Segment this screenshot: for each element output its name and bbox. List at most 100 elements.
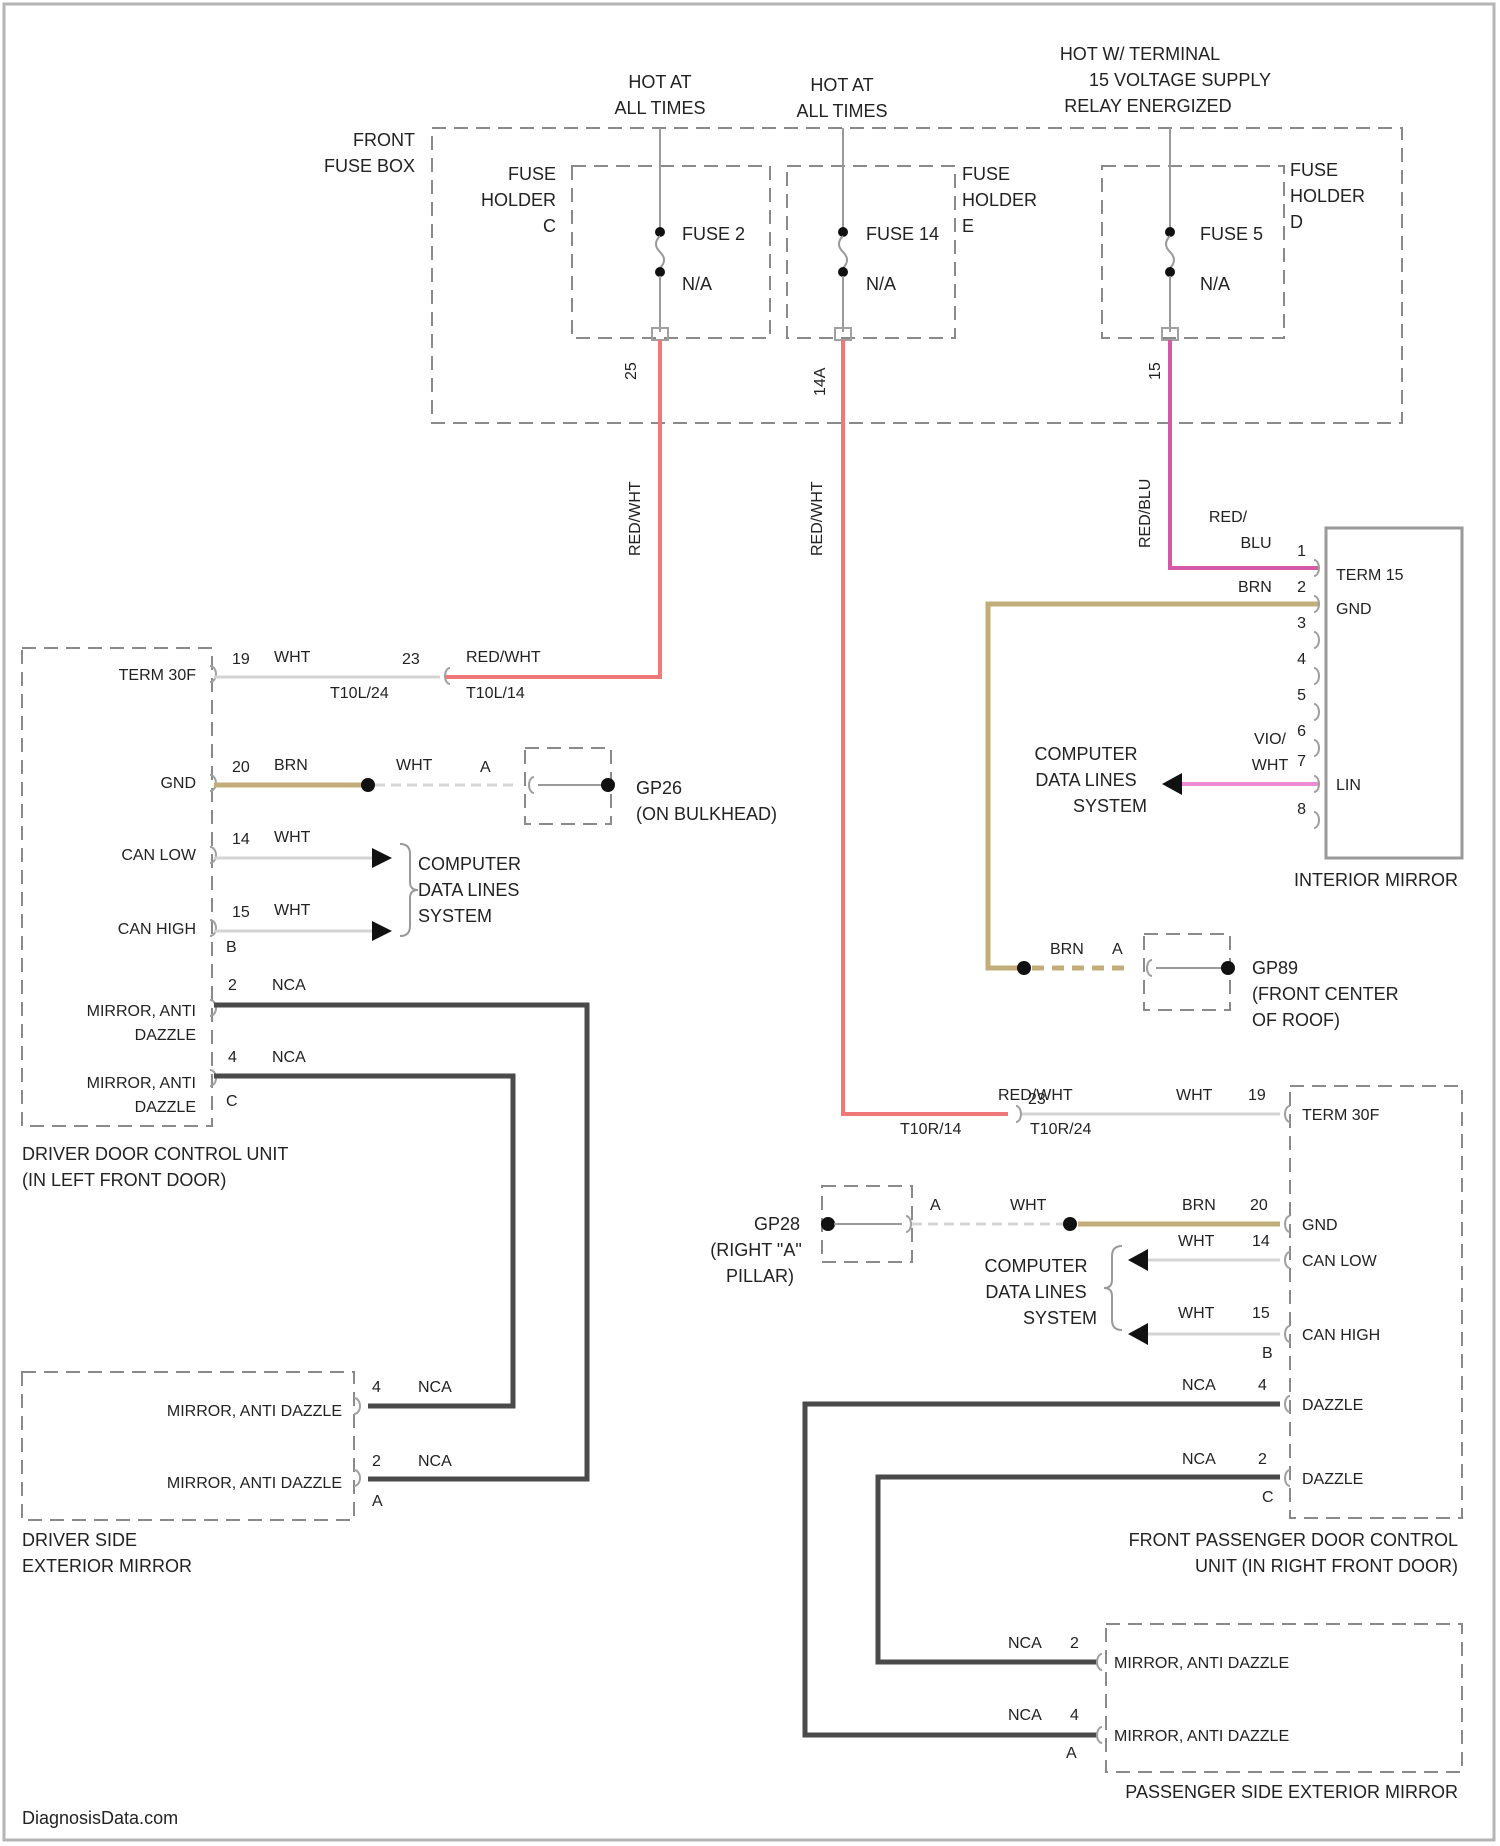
driver-term30f: TERM 30F — [119, 667, 197, 684]
connector-t10r-24: T10R/24 — [1030, 1121, 1091, 1138]
passenger-gnd: GND — [1302, 1217, 1338, 1234]
passenger-pin-splice: 23 — [1028, 1091, 1046, 1108]
hot-label-1a: HOT AT — [628, 72, 691, 92]
gp89-wire-brn: BRN — [1050, 941, 1084, 958]
fuse-14-pin: 14A — [812, 367, 829, 396]
connector-t10l-24: T10L/24 — [330, 685, 389, 702]
passenger-mirror-pin-1: 2 — [1070, 1635, 1079, 1652]
driver-pin-d2: 4 — [228, 1049, 237, 1066]
driver-unit-name-a: DRIVER DOOR CONTROL UNIT — [22, 1144, 288, 1164]
ground-gp26: GP26 (ON BULKHEAD) — [525, 748, 777, 824]
fuse-2-rating: N/A — [682, 274, 712, 294]
mirror-pin-7: 7 — [1297, 753, 1306, 770]
driver-mirror-name-b: EXTERIOR MIRROR — [22, 1556, 192, 1576]
fuse-holder-c — [572, 166, 770, 338]
passenger-dazzle-1: DAZZLE — [1302, 1397, 1363, 1414]
mirror-pin-2: 2 — [1297, 579, 1306, 596]
passenger-wire-wht-gnd: WHT — [1010, 1197, 1047, 1214]
gp26-label-b: (ON BULKHEAD) — [636, 804, 777, 824]
gp89-pin: A — [1112, 941, 1123, 958]
driver-wire-wht-high: WHT — [274, 902, 311, 919]
wire-fuse5-mirror — [1170, 340, 1318, 568]
driver-wire-nca-1: NCA — [272, 977, 306, 994]
driver-data-lines-c: SYSTEM — [418, 906, 492, 926]
passenger-pin-high: 15 — [1252, 1305, 1270, 1322]
holder-c-label-b: HOLDER — [481, 190, 556, 210]
holder-d-label-b: HOLDER — [1290, 186, 1365, 206]
mirror-wire-redblu-a: RED/ — [1209, 509, 1248, 526]
driver-mirror-label-2: MIRROR, ANTI DAZZLE — [167, 1475, 342, 1492]
wire-label-redwht-2: RED/WHT — [809, 481, 826, 556]
gp26-label-a: GP26 — [636, 778, 682, 798]
passenger-pin-d2: 2 — [1258, 1451, 1267, 1468]
passenger-mirror-label-1: MIRROR, ANTI DAZZLE — [1114, 1655, 1289, 1672]
fuse-14-rating: N/A — [866, 274, 896, 294]
mirror-wire-vio-b: WHT — [1252, 757, 1289, 774]
driver-mirror-label-1: MIRROR, ANTI DAZZLE — [167, 1403, 342, 1420]
fuse-14: FUSE 14 N/A 14A — [812, 128, 939, 396]
mirror-pin-4: 4 — [1297, 651, 1306, 668]
mirror-wire-vio-a: VIO/ — [1254, 731, 1287, 748]
driver-dazzle-2b: DAZZLE — [135, 1099, 196, 1116]
mirror-wire-redblu-b: BLU — [1240, 535, 1271, 552]
mirror-gnd: GND — [1336, 601, 1372, 618]
mirror-wire-brn: BRN — [1238, 579, 1272, 596]
passenger-wire-wht-high: WHT — [1178, 1305, 1215, 1322]
driver-mirror-name-a: DRIVER SIDE — [22, 1530, 137, 1550]
driver-door-control-unit: DRIVER DOOR CONTROL UNIT (IN LEFT FRONT … — [22, 648, 587, 1479]
mirror-pin-1: 1 — [1297, 543, 1306, 560]
driver-pin-term: 19 — [232, 651, 250, 668]
fuse-5-rating: N/A — [1200, 274, 1230, 294]
passenger-pin-d1: 4 — [1258, 1377, 1267, 1394]
mirror-data-lines-b: DATA LINES — [1035, 770, 1136, 790]
fuse-holder-e — [787, 166, 955, 338]
interior-mirror: INTERIOR MIRROR RED/ BLU 1 2 3 4 5 6 7 8… — [988, 509, 1462, 968]
power-wires: RED/WHT RED/WHT RED/BLU — [446, 340, 1318, 1114]
mirror-pin-6: 6 — [1297, 723, 1306, 740]
passenger-data-lines-c: SYSTEM — [1023, 1308, 1097, 1328]
gp89-label-c: OF ROOF) — [1252, 1010, 1340, 1030]
gp28-pin: A — [930, 1197, 941, 1214]
passenger-data-lines-a: COMPUTER — [985, 1256, 1088, 1276]
interior-mirror-name: INTERIOR MIRROR — [1294, 870, 1458, 890]
passenger-conn-c: C — [1262, 1489, 1274, 1506]
driver-wire-brn: BRN — [274, 757, 308, 774]
hot-label-2b: ALL TIMES — [796, 101, 887, 121]
passenger-mirror-wire-nca-1: NCA — [1008, 1635, 1042, 1652]
passenger-term30f: TERM 30F — [1302, 1107, 1380, 1124]
connector-t10l-14: T10L/14 — [466, 685, 525, 702]
driver-can-low: CAN LOW — [121, 847, 197, 864]
fuse-box-label-a: FRONT — [353, 130, 415, 150]
hot-label-3c: RELAY ENERGIZED — [1064, 96, 1231, 116]
passenger-side-exterior-mirror: PASSENGER SIDE EXTERIOR MIRROR NCA 2 MIR… — [1008, 1624, 1462, 1802]
hot-label-3b: 15 VOLTAGE SUPPLY — [1089, 70, 1271, 90]
gp28-label-a: GP28 — [754, 1214, 800, 1234]
passenger-data-lines-b: DATA LINES — [985, 1282, 1086, 1302]
fuse-14-label: FUSE 14 — [866, 224, 939, 244]
passenger-pin-low: 14 — [1252, 1233, 1270, 1250]
gp89-label-a: GP89 — [1252, 958, 1298, 978]
holder-c-label-c: C — [543, 216, 556, 236]
mirror-term15: TERM 15 — [1336, 567, 1404, 584]
passenger-mirror-wire-nca-2: NCA — [1008, 1707, 1042, 1724]
passenger-can-high: CAN HIGH — [1302, 1327, 1380, 1344]
driver-mirror-pin-2: 2 — [372, 1453, 381, 1470]
wire-fuse14-passenger — [843, 340, 1008, 1114]
passenger-unit-name-b: UNIT (IN RIGHT FRONT DOOR) — [1195, 1556, 1458, 1576]
wire-label-redwht-1: RED/WHT — [627, 481, 644, 556]
gp28-label-b: (RIGHT "A" — [710, 1240, 801, 1260]
driver-data-lines-a: COMPUTER — [418, 854, 521, 874]
driver-pin-high: 15 — [232, 904, 250, 921]
fuse-holder-d — [1102, 166, 1284, 338]
driver-pin-gnd: 20 — [232, 759, 250, 776]
connector-t10r-14: T10R/14 — [900, 1121, 961, 1138]
holder-d-label-a: FUSE — [1290, 160, 1338, 180]
passenger-wire-wht-low: WHT — [1178, 1233, 1215, 1250]
wire-label-redblu: RED/BLU — [1137, 479, 1154, 548]
gp26-pin: A — [480, 759, 491, 776]
gp28-label-c: PILLAR) — [726, 1266, 794, 1286]
passenger-pin-gnd: 20 — [1250, 1197, 1268, 1214]
mirror-data-lines-a: COMPUTER — [1035, 744, 1138, 764]
fuse-5-pin: 15 — [1147, 362, 1164, 380]
